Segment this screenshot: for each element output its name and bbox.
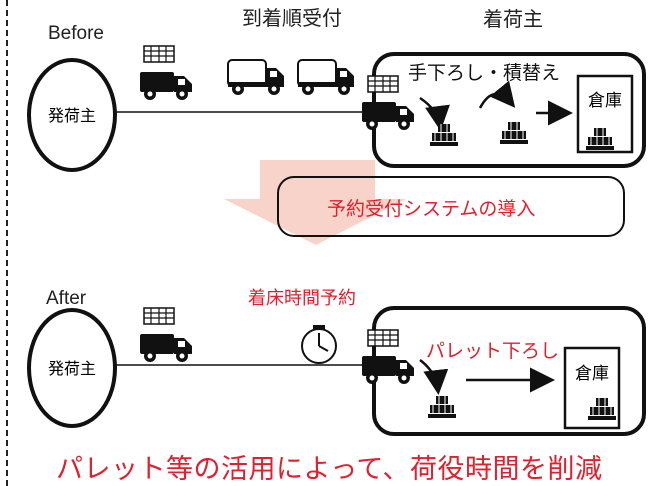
dashed-border xyxy=(6,0,8,486)
after-shipper-label: 発荷主 xyxy=(48,359,96,378)
before-empty-truck-icon-2 xyxy=(297,59,355,96)
before-arrow-2 xyxy=(478,80,516,109)
before-arrow-1 xyxy=(419,96,450,131)
after-label: After xyxy=(46,288,87,309)
berth-time-label: 着床時間予約 xyxy=(248,288,356,309)
footer-caption: パレット等の活用によって、荷役時間を削減 xyxy=(56,454,603,485)
after-arrow-1 xyxy=(419,359,449,395)
pallet-unload-label: パレット下ろし xyxy=(426,340,560,362)
before-loaded-truck-icon xyxy=(140,45,192,100)
before-shipper-node xyxy=(27,58,117,172)
transition-arrow xyxy=(224,160,406,245)
after-loaded-truck-icon xyxy=(140,307,192,362)
arrival-order-label: 到着順受付 xyxy=(242,6,342,30)
after-warehouse-label: 倉庫 xyxy=(575,364,609,384)
before-warehouse-label: 倉庫 xyxy=(588,91,622,111)
before-empty-truck-icon-1 xyxy=(227,59,285,96)
system-label: 予約受付システムの導入 xyxy=(327,198,536,220)
consignee-label: 着荷主 xyxy=(483,7,543,31)
clock-icon xyxy=(301,325,337,364)
after-shipper-node xyxy=(27,308,117,428)
unload-reload-label: 手下ろし・積替え xyxy=(408,62,561,84)
before-shipper-label: 発荷主 xyxy=(48,106,96,125)
system-box xyxy=(277,176,625,237)
before-label: Before xyxy=(48,23,104,44)
